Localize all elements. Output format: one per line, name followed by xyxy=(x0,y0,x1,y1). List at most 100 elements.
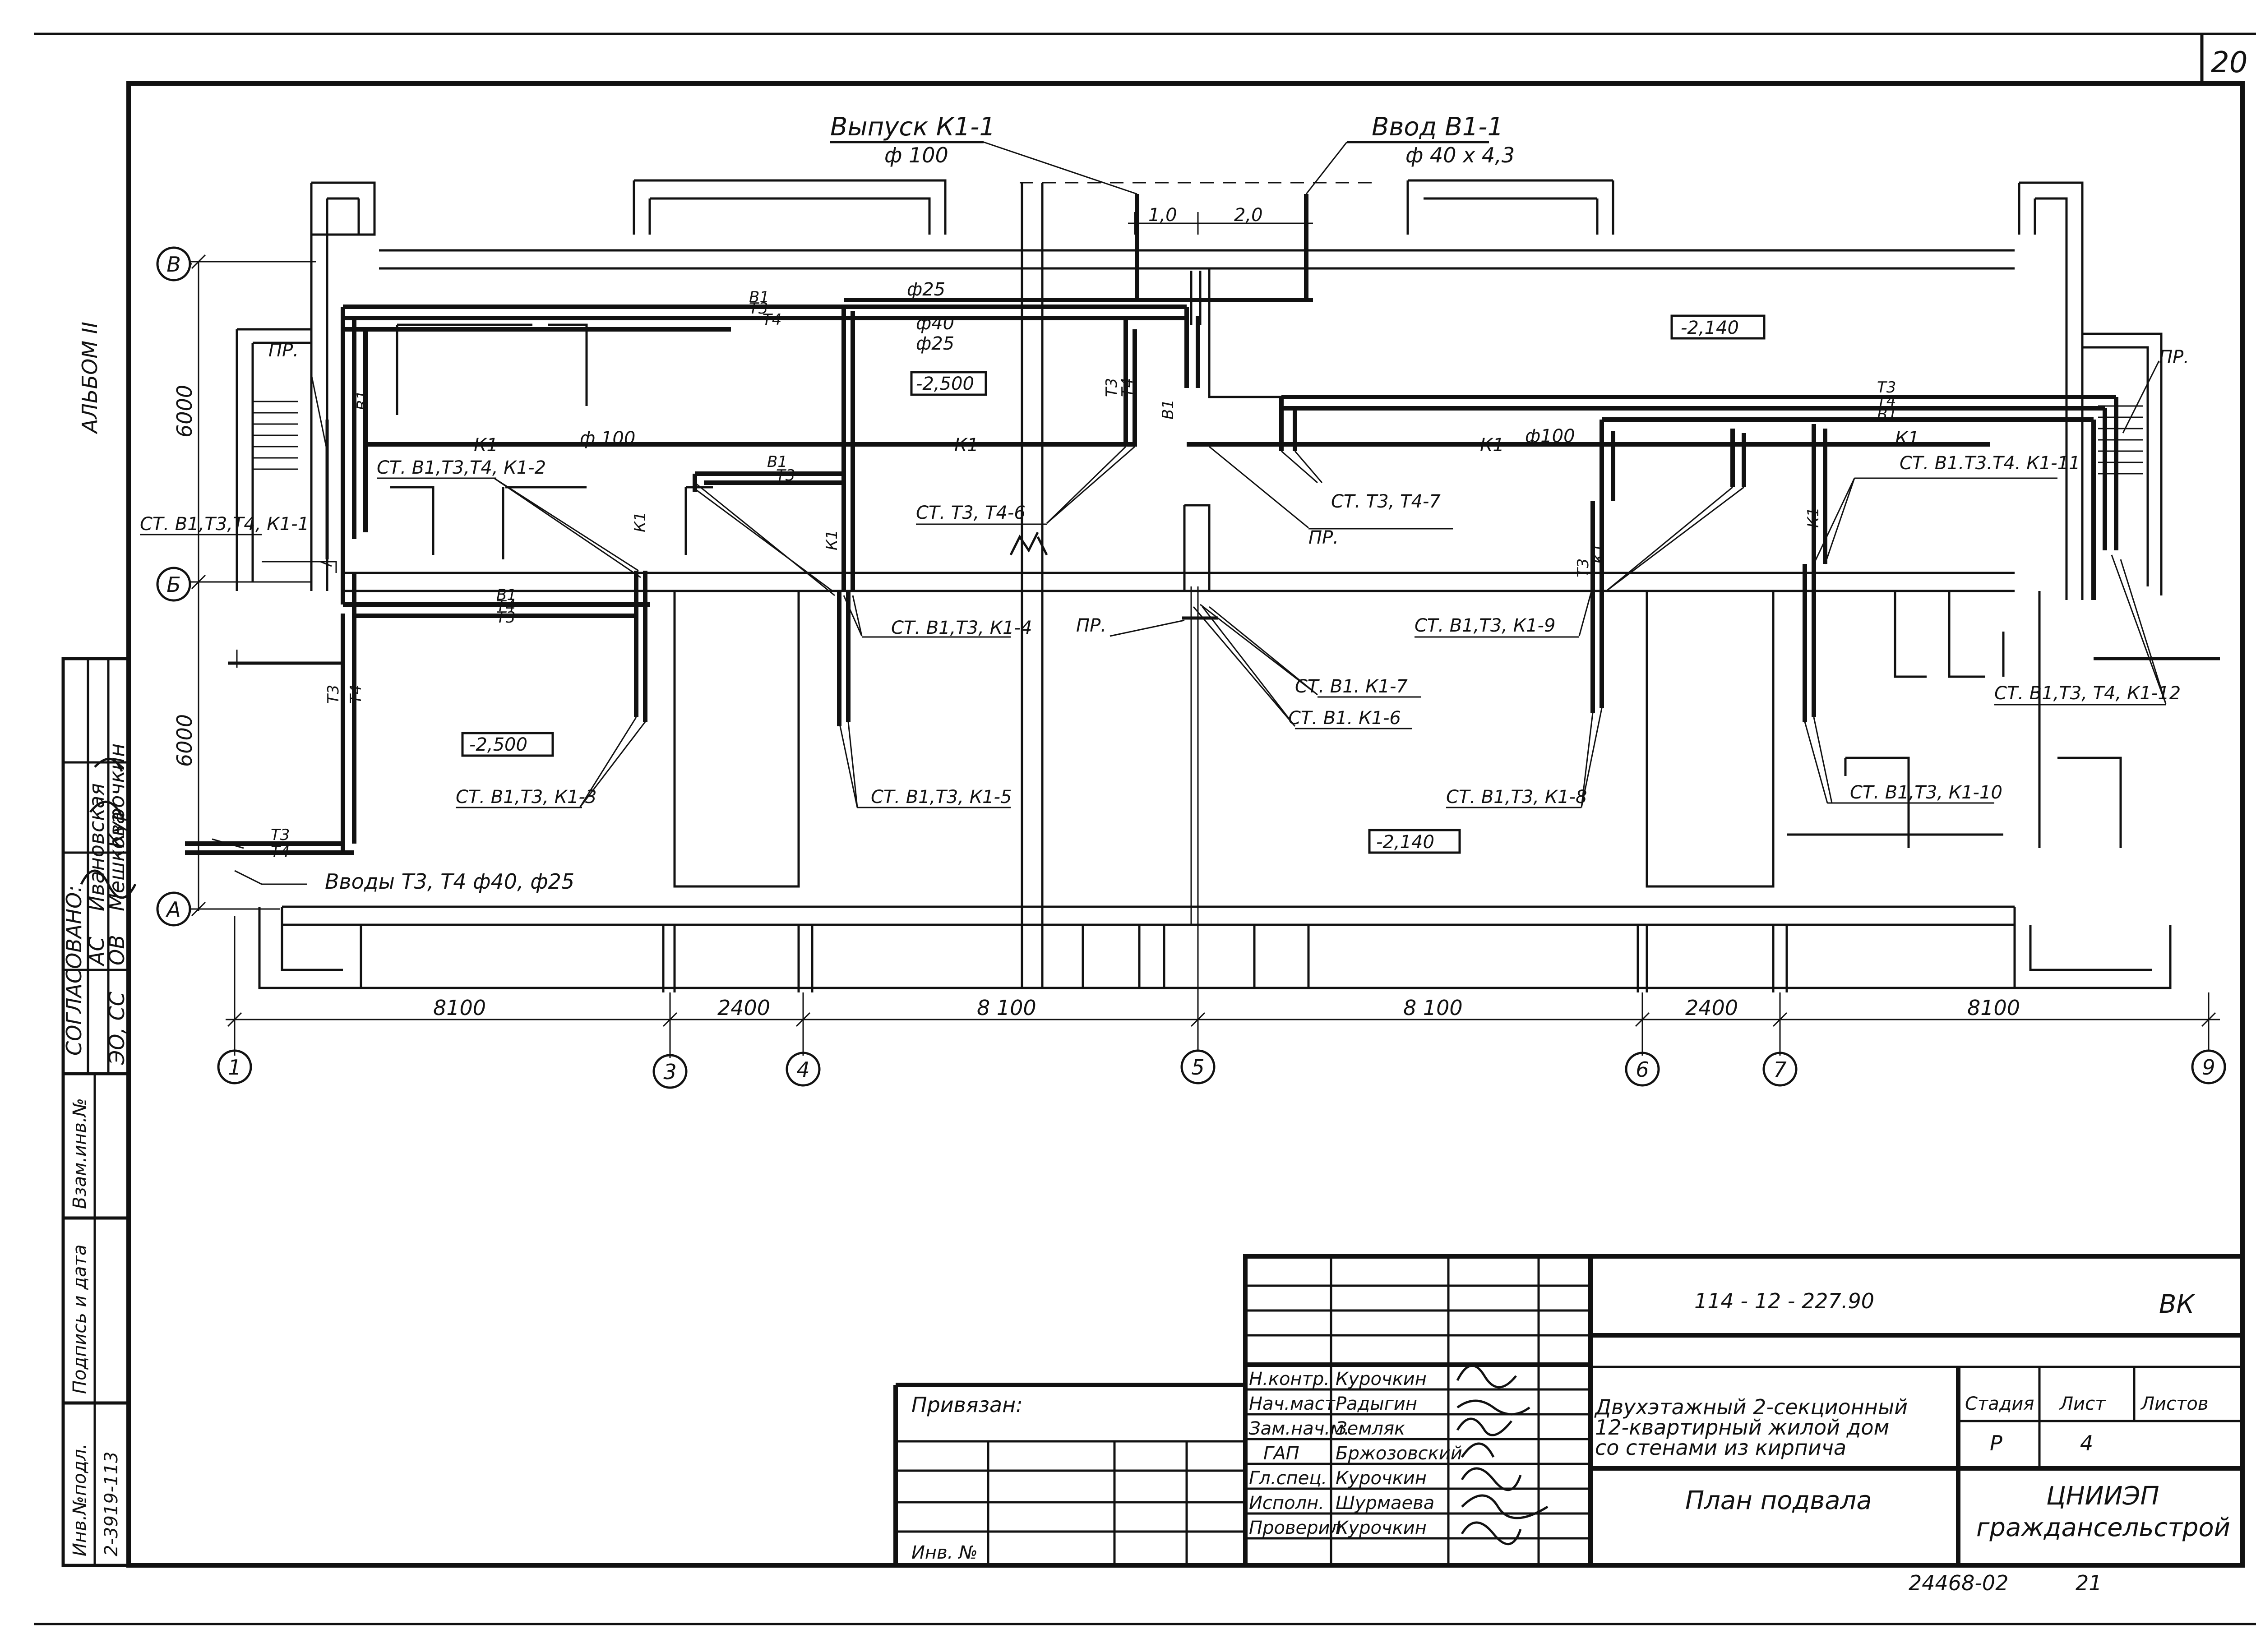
label-k1-v5: К1 xyxy=(1804,507,1822,528)
riser-6: СТ. Т3, Т4-6 xyxy=(916,503,1026,523)
project-name-1: Двухэтажный 2-секционный xyxy=(1594,1395,1908,1419)
podpis-label: Подпись и дата xyxy=(69,1245,90,1394)
label-pr-right: ПР. xyxy=(2159,347,2189,368)
axis-1: 1 xyxy=(228,1055,241,1080)
footer-num: 21 xyxy=(2076,1571,2102,1595)
level-3: -2,500 xyxy=(469,734,527,755)
role-7: Проверил xyxy=(1249,1518,1341,1538)
label-k1-v4: К1 xyxy=(1590,543,1608,564)
role-4: ГАП xyxy=(1263,1443,1299,1464)
riser-10: СТ. В1,Т3, К1-10 xyxy=(1850,782,2002,803)
dim-bottom-6: 8100 xyxy=(1967,996,2020,1020)
label-t3-right: Т3 xyxy=(1877,378,1896,397)
dim-top-1: 1,0 xyxy=(1148,205,1177,226)
dim-bottom-2: 2400 xyxy=(717,996,770,1020)
axis-bubbles xyxy=(156,246,2226,1089)
vvod-title: Ввод В1-1 xyxy=(1372,112,1503,142)
label-k1-mid: К1 xyxy=(954,435,979,456)
label-t4-lower: Т4 xyxy=(496,597,515,615)
role-6: Исполн. xyxy=(1249,1493,1324,1514)
sheet-label: Лист xyxy=(2059,1394,2106,1414)
level-1: -2,140 xyxy=(1681,318,1739,338)
signatures xyxy=(1456,1364,1549,1546)
axis-5: 5 xyxy=(1191,1055,1204,1080)
riser-3: СТ. В1,Т3, К1-3 xyxy=(456,787,596,808)
label-k1-left: К1 xyxy=(474,435,498,456)
riser-4: СТ. В1,Т3, К1-4 xyxy=(891,618,1032,638)
riser-5: СТ. В1,Т3, К1-5 xyxy=(871,787,1012,808)
label-f40: ф40 xyxy=(916,313,954,334)
level-4: -2,140 xyxy=(1376,832,1434,853)
dim-top-2: 2,0 xyxy=(1234,205,1263,226)
label-t4-v2: Т4 xyxy=(1119,378,1137,397)
riser-1: СТ. В1,Т3,Т4, К1-1 xyxy=(140,514,309,535)
sheets-label: Листов xyxy=(2140,1394,2208,1414)
sheet-value: 4 xyxy=(2080,1431,2093,1455)
approval-dept-1: АС xyxy=(84,937,109,967)
label-t3-v2: Т3 xyxy=(1103,378,1121,397)
role-name-7: Курочкин xyxy=(1336,1518,1427,1538)
role-1: Н.контр. xyxy=(1249,1369,1330,1389)
role-name-2: Радыгин xyxy=(1336,1394,1417,1414)
label-k1-right: К1 xyxy=(1480,435,1504,456)
axis-9: 9 xyxy=(2202,1055,2215,1080)
doc-code: 114 - 12 - 227.90 xyxy=(1694,1289,1874,1313)
riser-2: СТ. В1,Т3,Т4, К1-2 xyxy=(377,457,546,478)
level-2: -2,500 xyxy=(916,374,974,394)
dim-bottom-5: 2400 xyxy=(1685,996,1738,1020)
privyazan-label: Привязан: xyxy=(911,1393,1023,1417)
label-b1-lower: В1 xyxy=(496,586,517,604)
axis-4: 4 xyxy=(796,1057,809,1082)
riser-7: СТ. Т3, Т4-7 xyxy=(1331,491,1441,512)
section-code: ВК xyxy=(2159,1290,2195,1319)
label-t3-vvod: Т3 xyxy=(271,826,290,844)
org-1: ЦНИИЭП xyxy=(2046,1481,2159,1511)
dim-bottom-4: 8 100 xyxy=(1403,996,1463,1020)
label-pr-left: ПР. xyxy=(268,340,299,361)
inv-no-label: Инв. № xyxy=(911,1542,978,1563)
riser-b1k1-7: СТ. В1. К1-7 xyxy=(1295,676,1408,697)
pipe-network xyxy=(185,194,2220,855)
label-b1-right: В1 xyxy=(1159,399,1177,420)
label-pr-lower: ПР. xyxy=(1076,615,1106,636)
label-t4-right: Т4 xyxy=(1877,392,1896,410)
riser-b1k1-6: СТ. В1. К1-6 xyxy=(1288,708,1401,729)
axis-v: В xyxy=(166,252,181,277)
break-mark xyxy=(1009,531,1048,556)
dim-bottom-1: 8100 xyxy=(433,996,486,1020)
label-f100-right: ф100 xyxy=(1525,426,1575,447)
approval-title: СОГЛАСОВАНО: xyxy=(62,885,86,1056)
vypusk-title: Выпуск К1-1 xyxy=(830,112,995,142)
stage-label: Стадия xyxy=(1965,1394,2034,1414)
role-name-5: Курочкин xyxy=(1336,1468,1427,1489)
vvody-label: Вводы Т3, Т4 ф40, ф25 xyxy=(325,869,574,894)
inv-podl-value: 2-3919-113 xyxy=(101,1452,122,1556)
org-2: граждансельстрой xyxy=(1976,1513,2230,1542)
role-5: Гл.спец. xyxy=(1249,1468,1327,1489)
dim-bottom-3: 8 100 xyxy=(977,996,1036,1020)
project-name-2: 12-квартирный жилой дом xyxy=(1595,1415,1889,1440)
axis-7: 7 xyxy=(1773,1057,1786,1082)
label-k1-v3: К1 xyxy=(823,530,841,550)
axis-a: А xyxy=(165,897,180,922)
footer-code: 24468-02 xyxy=(1909,1571,2008,1595)
label-k1-vert: К1 xyxy=(631,512,649,532)
stage-value: Р xyxy=(1990,1431,2002,1455)
inv-podl-label: Инв.№подл. xyxy=(69,1443,90,1556)
label-t4-vert: Т4 xyxy=(347,685,365,704)
label-t3-v4: Т3 xyxy=(1574,558,1592,577)
title-block-frame xyxy=(893,1254,2245,1568)
label-t3-top: Т3 xyxy=(749,300,768,318)
building-walls xyxy=(236,179,2172,992)
label-t4-vvod: Т4 xyxy=(271,843,290,861)
role-name-3: Земляк xyxy=(1336,1418,1405,1439)
dim-left-1: 6000 xyxy=(172,385,197,438)
album-label: АЛЬБОМ II xyxy=(78,322,102,434)
label-b1-top: В1 xyxy=(749,288,769,306)
label-t3-lower: Т3 xyxy=(496,609,515,627)
role-2: Нач.маст. xyxy=(1249,1394,1341,1414)
role-name-6: Шурмаева xyxy=(1336,1493,1434,1514)
vvod-diam: ф 40 х 4,3 xyxy=(1405,143,1515,167)
role-name-1: Курочкин xyxy=(1336,1369,1427,1389)
stair-left-steps xyxy=(253,401,298,470)
